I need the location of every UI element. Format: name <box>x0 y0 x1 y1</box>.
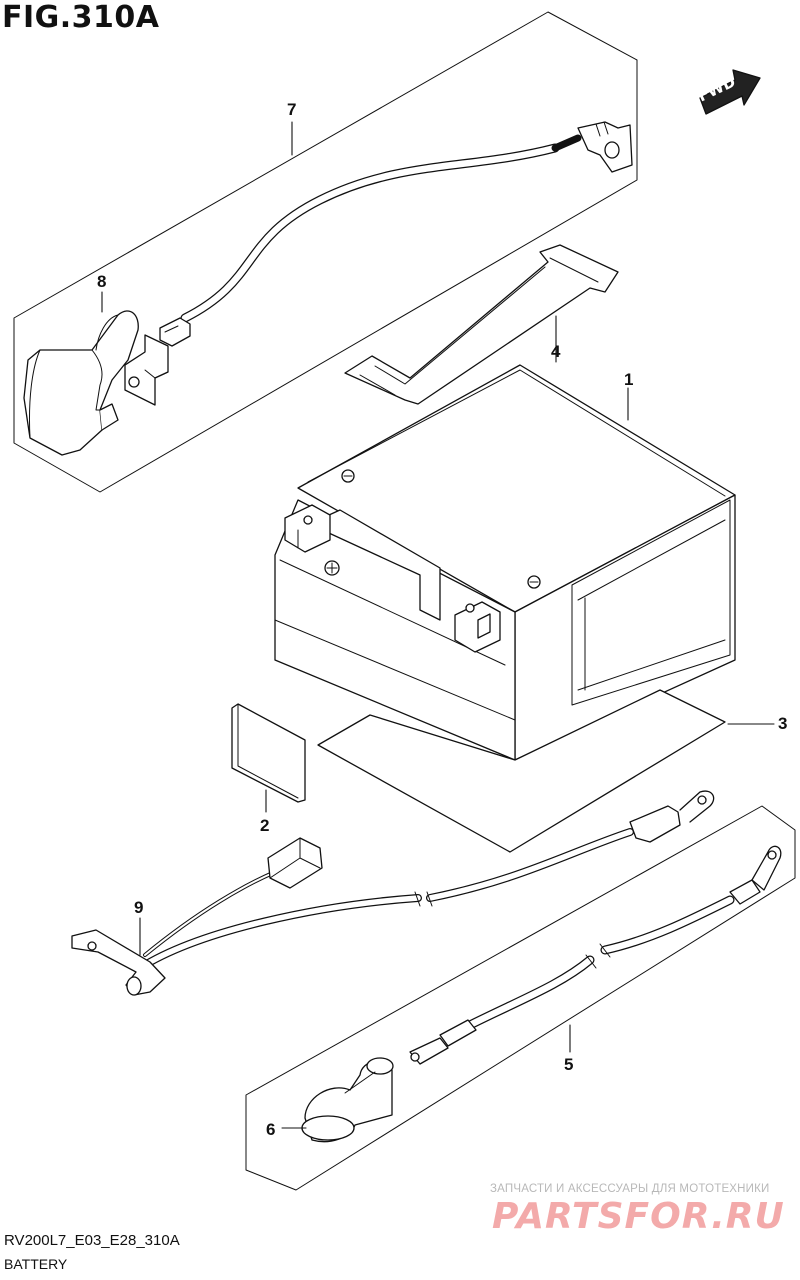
callout-4: 4 <box>551 342 561 361</box>
callout-5: 5 <box>564 1055 574 1074</box>
positive-cable-drawing <box>124 121 633 406</box>
negative-cable-drawing <box>409 845 782 1065</box>
battery-drawing <box>274 364 736 761</box>
figure-code: RV200L7_E03_E28_310A <box>4 1232 180 1249</box>
tray-sheet-drawing <box>317 689 726 853</box>
callout-7: 7 <box>287 100 297 119</box>
group-panel-upper <box>13 11 638 493</box>
group-panel-lower <box>245 805 796 1191</box>
pad-drawing <box>231 703 306 803</box>
callout-8: 8 <box>97 272 107 291</box>
figure-name: BATTERY <box>4 1256 68 1272</box>
callout-9: 9 <box>134 898 144 917</box>
figure-title: FIG.310A <box>2 0 160 35</box>
terminal-cover-drawing <box>301 1057 394 1143</box>
callout-1: 1 <box>624 370 634 389</box>
ground-wire-drawing <box>71 790 715 996</box>
fwd-arrow-icon <box>699 69 761 115</box>
callout-2: 2 <box>260 816 270 835</box>
leader-lines <box>101 121 775 1129</box>
watermark-tagline: ЗАПЧАСТИ И АКСЕССУАРЫ ДЛЯ МОТОТЕХНИКИ <box>490 1183 770 1195</box>
battery-band-drawing <box>344 244 619 405</box>
callout-6: 6 <box>266 1120 276 1139</box>
watermark-logo: PARTSFOR.RU <box>492 1196 785 1237</box>
callout-3: 3 <box>778 714 788 733</box>
terminal-cap-drawing <box>23 310 139 456</box>
